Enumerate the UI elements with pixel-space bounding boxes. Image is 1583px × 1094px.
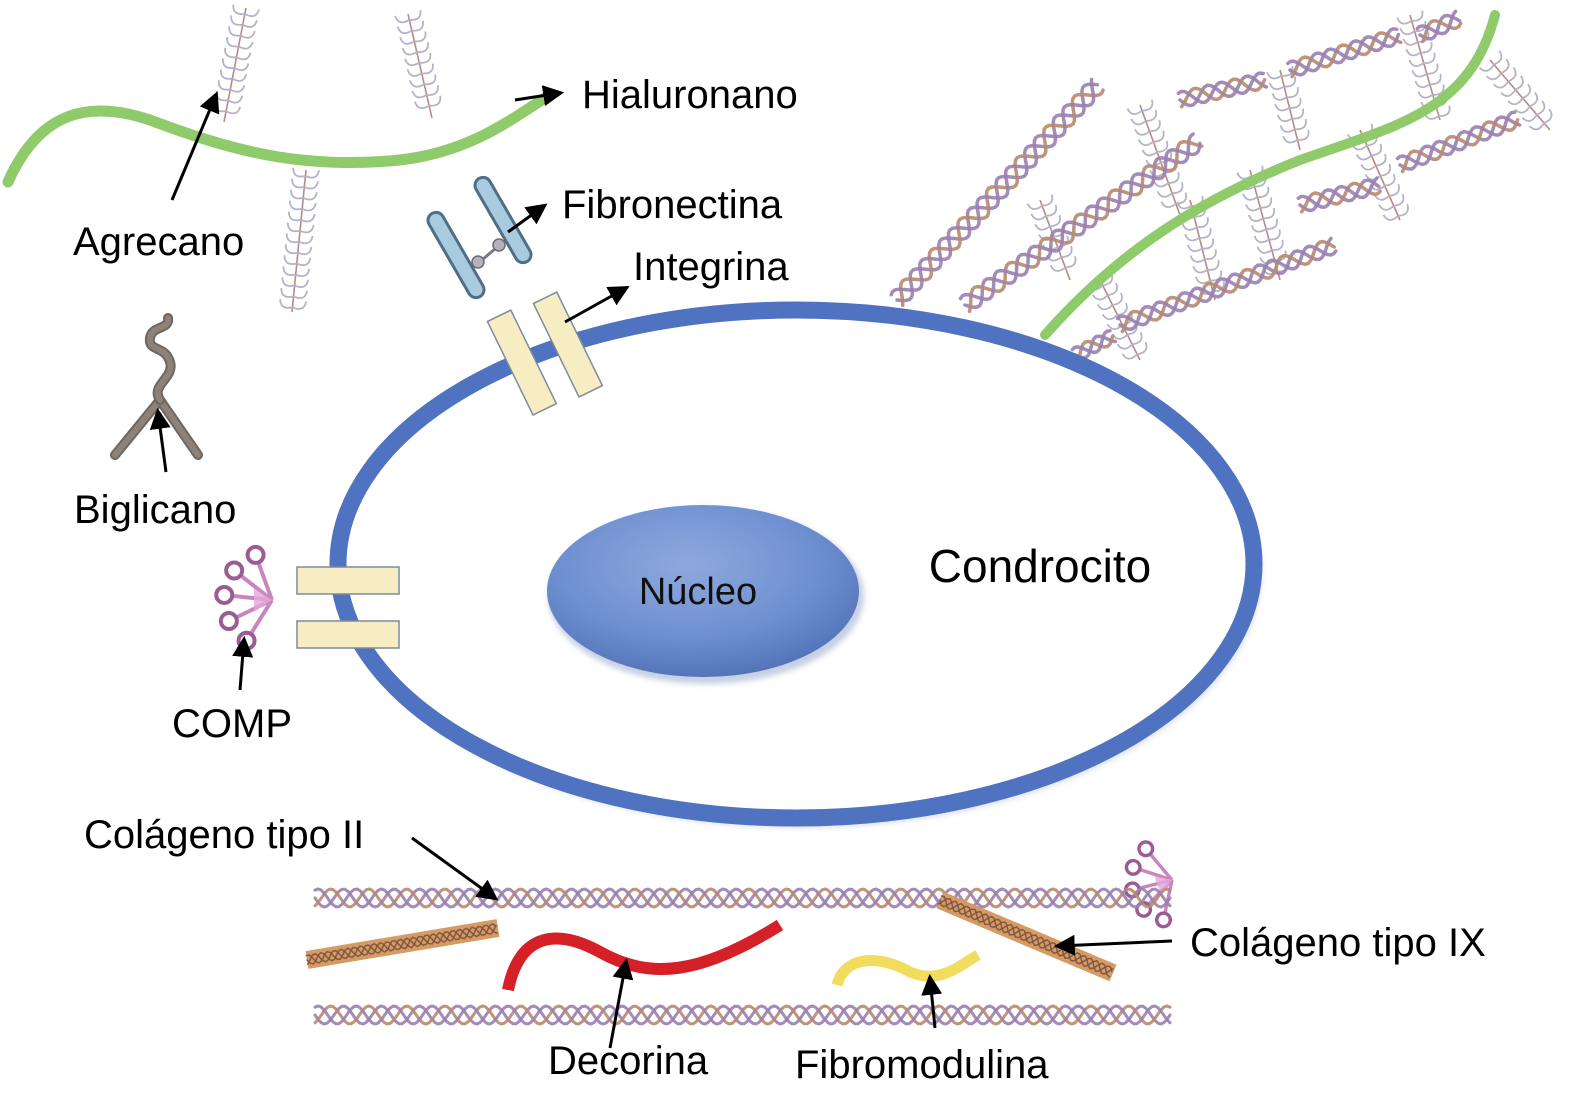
comp-fan [214,544,274,651]
integrin-left [296,566,400,649]
collagen-fibril [1286,26,1403,79]
aggrecan-molecules [213,4,442,313]
arrow-biglicano [149,407,171,473]
label-fibromodulina: Fibromodulina [795,1043,1049,1087]
nucleus [547,505,859,677]
collagen-fibril [1176,71,1269,109]
aggrecan-brush [1478,50,1553,131]
aggrecan-brush [394,9,442,119]
collagen-ix-braid [937,895,1114,978]
label-fibronectina: Fibronectina [562,183,783,227]
arrow-colageno-ii [411,836,499,901]
collagen-ii-fibril-top [313,887,1172,909]
biglycan-molecule [110,313,203,460]
collagen-fibril [1296,176,1382,214]
collagen-network-top-right [889,9,1553,363]
label-integrina: Integrina [633,245,789,289]
collagen-fibril [1415,9,1463,44]
arrow-colageno-ix [1053,934,1173,956]
arrow-integrina [564,285,630,324]
aggrecan-brush [213,4,260,123]
hyaluronan-strand [2,90,554,188]
collagen-fibrils-bottom [305,887,1172,1026]
label-comp: COMP [172,702,292,746]
fibronectin-molecule [426,175,533,300]
hyaluronan-strand-top-right [1040,10,1500,340]
collagen-ix-rod-left [305,919,500,969]
arrow-hialuronano [514,85,565,106]
arrow-comp [232,635,254,691]
label-decorina: Decorina [548,1039,709,1083]
comp-molecule-right [1123,840,1174,929]
nucleus-label: Núcleo [639,571,757,613]
arrow-fibronectina [507,203,548,234]
arrow-agrecano [170,91,220,201]
aggrecan-brush [1266,65,1310,151]
label-hialuronano: Hialuronano [582,73,798,117]
comp-fan [1123,840,1174,929]
label-colageno-ix: Colágeno tipo IX [1190,921,1486,965]
collagen-fibril [1115,236,1338,334]
collagen-ix-braid [305,923,498,966]
label-biglicano: Biglicano [74,488,236,532]
decorin-strand [502,919,784,992]
comp-molecule-left [214,544,274,651]
fibromodulin-strand [831,950,981,987]
collagen-fibril [958,132,1204,314]
aggrecan-brush [279,167,320,313]
collagen-fibril [1395,110,1522,174]
arrow-decorina [608,957,634,1049]
integrin-top [486,291,604,417]
label-agrecano: Agrecano [73,220,244,264]
label-colageno-ii: Colágeno tipo II [84,813,364,857]
collagen-fibril [889,77,1105,308]
cell-label: Condrocito [929,540,1151,592]
collagen-ii-fibril-bottom [313,1004,1172,1026]
collagen-ix-rod-right [936,891,1117,982]
aggrecan-brush [1126,99,1188,216]
arrow-fibromodulina [921,973,943,1029]
